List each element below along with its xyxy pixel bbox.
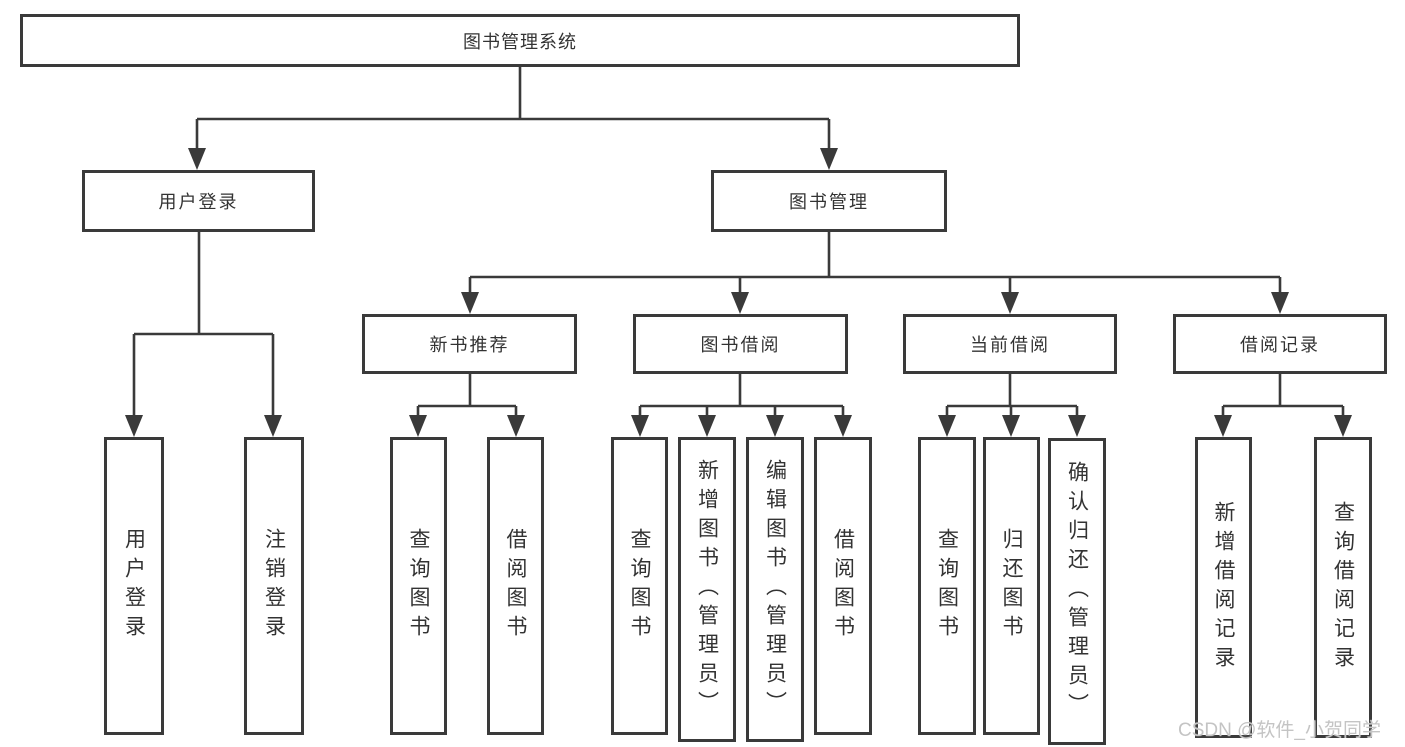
- arrow-down-icon: [125, 415, 143, 437]
- node-user-login: 用户登录: [82, 170, 315, 232]
- leaf-query-borrow-record: 查询借阅记录: [1314, 437, 1372, 738]
- arrow-down-icon: [731, 292, 749, 314]
- node-label: 新书推荐: [429, 335, 510, 355]
- node-label: 新增图书（管理员）: [695, 459, 719, 720]
- leaf-add-borrow-record: 新增借阅记录: [1195, 437, 1252, 738]
- node-label: 注销登录: [262, 528, 286, 644]
- node-label: 归还图书: [1000, 528, 1023, 644]
- node-label: 用户登录: [122, 528, 146, 644]
- node-label: 查询借阅记录: [1331, 500, 1355, 675]
- leaf-current-query-books: 查询图书: [918, 437, 976, 735]
- arrow-down-icon: [264, 415, 282, 437]
- arrow-down-icon: [698, 415, 716, 437]
- leaf-logout: 注销登录: [244, 437, 304, 735]
- node-label: 查询图书: [935, 528, 959, 644]
- leaf-user-login: 用户登录: [104, 437, 164, 735]
- node-label: 查询图书: [628, 528, 651, 644]
- arrow-down-icon: [766, 415, 784, 437]
- node-label: 借阅图书: [831, 528, 855, 644]
- node-label: 新增借阅记录: [1212, 500, 1235, 675]
- leaf-recommend-query-books: 查询图书: [390, 437, 447, 735]
- arrow-down-icon: [1001, 292, 1019, 314]
- node-label: 编辑图书（管理员）: [763, 459, 787, 720]
- watermark: CSDN @软件_小贺同学: [1178, 720, 1381, 741]
- node-label: 用户登录: [158, 192, 239, 212]
- node-book-management: 图书管理: [711, 170, 947, 232]
- leaf-recommend-borrow-books: 借阅图书: [487, 437, 544, 735]
- leaf-borrow-query-books: 查询图书: [611, 437, 668, 735]
- node-label: 借阅图书: [504, 528, 527, 644]
- leaf-return-books: 归还图书: [983, 437, 1040, 735]
- arrow-down-icon: [820, 148, 838, 170]
- arrow-down-icon: [188, 148, 206, 170]
- node-new-book-recommend: 新书推荐: [362, 314, 577, 374]
- arrow-down-icon: [631, 415, 649, 437]
- node-label: 查询图书: [407, 528, 430, 644]
- arrow-down-icon: [1334, 415, 1352, 437]
- arrow-down-icon: [409, 415, 427, 437]
- leaf-edit-books-admin: 编辑图书（管理员）: [746, 437, 804, 742]
- node-label: 图书借阅: [700, 335, 781, 355]
- arrow-down-icon: [834, 415, 852, 437]
- node-borrow-records: 借阅记录: [1173, 314, 1387, 374]
- node-label: 确认归还（管理员）: [1065, 461, 1089, 722]
- arrow-down-icon: [1002, 415, 1020, 437]
- node-current-borrow: 当前借阅: [903, 314, 1117, 374]
- arrow-down-icon: [938, 415, 956, 437]
- arrow-down-icon: [1214, 415, 1232, 437]
- leaf-borrow-books: 借阅图书: [814, 437, 872, 735]
- arrow-down-icon: [461, 292, 479, 314]
- node-library-system: 图书管理系统: [20, 14, 1020, 67]
- node-label: 当前借阅: [970, 335, 1050, 355]
- leaf-add-books-admin: 新增图书（管理员）: [678, 437, 736, 742]
- arrow-down-icon: [1271, 292, 1289, 314]
- node-label: 图书管理: [789, 192, 869, 212]
- node-label: 借阅记录: [1240, 335, 1320, 355]
- node-book-borrow: 图书借阅: [633, 314, 848, 374]
- node-label: 图书管理系统: [463, 31, 577, 52]
- arrow-down-icon: [1068, 415, 1086, 437]
- arrow-down-icon: [507, 415, 525, 437]
- leaf-confirm-return-admin: 确认归还（管理员）: [1048, 438, 1106, 745]
